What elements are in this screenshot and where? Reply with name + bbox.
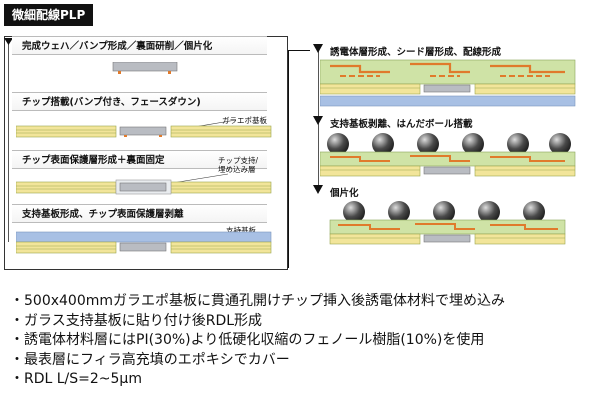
right-step-label-3: 個片化 — [330, 188, 359, 199]
step-bar-2 — [12, 92, 267, 111]
callout-support-substrate: 支持基板 — [226, 226, 256, 235]
bullet-item: ・誘電体材料層にはPI(30%)より低硬化収縮のフェノール樹脂(10%)を使用 — [10, 332, 485, 349]
step3-diagram — [16, 173, 272, 195]
step-bar-3 — [12, 150, 267, 169]
flow-arrow-head-icon — [4, 38, 13, 45]
right-step2-marker-icon — [313, 116, 323, 125]
step-bar-4 — [12, 204, 267, 223]
flow-arrow-left — [8, 42, 9, 242]
summary-bullets: ・500x400mmガラエポ基板に貫通孔開けチップ挿入後誘電体材料で埋め込み ・… — [10, 292, 580, 390]
bullet-item: ・500x400mmガラエポ基板に貫通孔開けチップ挿入後誘電体材料で埋め込み — [10, 293, 506, 309]
bullet-item: ・RDL L/S=2~5μm — [10, 371, 142, 388]
step-label-4: 支持基板形成、チップ表面保護層剥離 — [22, 209, 184, 220]
step1-diagram — [112, 62, 178, 74]
connector-line-horizontal — [288, 50, 310, 51]
step-label-1: 完成ウェハ／バンプ形成／裏面研削／個片化 — [22, 41, 213, 52]
right-step2-diagram — [320, 133, 576, 177]
step-label-3: チップ表面保護層形成＋裏面固定 — [22, 155, 165, 166]
bullet-item: ・ガラス支持基板に貼り付け後RDL形成 — [10, 312, 263, 329]
right-step-label-1: 誘電体層形成、シード層形成、配線形成 — [330, 47, 502, 58]
page-title: 微細配線PLP — [4, 4, 94, 26]
step4-diagram — [16, 229, 272, 254]
callout-chip-support-line1: チップ支持/ — [218, 156, 259, 165]
step2-diagram — [16, 119, 272, 138]
step-label-2: チップ搭載(バンプ付き、フェースダウン) — [22, 97, 201, 108]
connector-line-vertical — [288, 50, 289, 268]
right-step3-diagram — [329, 201, 566, 245]
callout-chip-support: チップ支持/ 埋め込み層 — [218, 156, 258, 174]
right-step-label-2: 支持基板剥離、はんだボール搭載 — [330, 119, 473, 130]
step-bar-1 — [12, 36, 267, 55]
right-step1-marker-icon — [313, 44, 323, 53]
bullet-item: ・最表層にフィラ高充填のエポキシでカバー — [10, 351, 290, 368]
callout-glass-epoxy: ガラエポ基板 — [222, 116, 267, 125]
right-step3-marker-icon — [313, 185, 323, 194]
callout-chip-support-line2: 埋め込み層 — [218, 165, 256, 174]
right-step1-diagram — [320, 59, 576, 107]
